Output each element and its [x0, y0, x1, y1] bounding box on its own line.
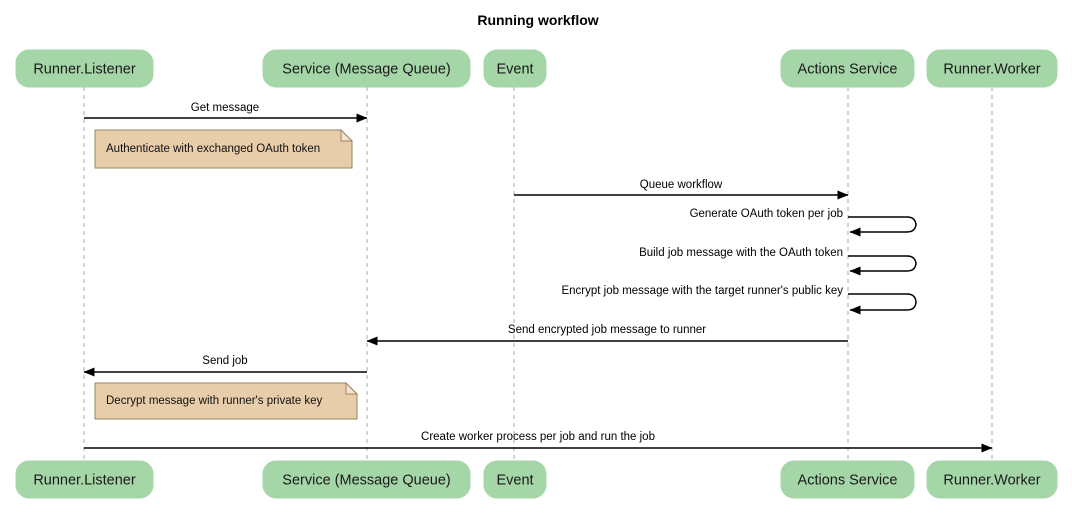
participant-label-runner-listener: Runner.Listener	[33, 472, 136, 488]
notes-group: Authenticate with exchanged OAuth tokenD…	[94, 128, 359, 420]
note-label-note-authenticate: Authenticate with exchanged OAuth token	[106, 143, 320, 155]
participant-box-service-mq[interactable]	[262, 49, 471, 88]
participant-runner-listener-top[interactable]: Runner.Listener	[15, 49, 154, 88]
participant-box-actions-service[interactable]	[780, 460, 915, 499]
participant-runner-listener-bottom[interactable]: Runner.Listener	[15, 460, 154, 499]
participant-box-service-mq[interactable]	[262, 460, 471, 499]
participant-label-service-mq: Service (Message Queue)	[282, 472, 450, 488]
message-generate-oauth-token-per-job[interactable]: Generate OAuth token per job	[690, 208, 917, 237]
participant-label-event: Event	[496, 472, 533, 488]
lifelines-group	[83, 87, 993, 461]
participant-label-actions-service: Actions Service	[798, 472, 898, 488]
participant-box-runner-listener[interactable]	[15, 460, 154, 499]
participant-service-mq-top[interactable]: Service (Message Queue)	[262, 49, 471, 88]
message-send-encrypted-job-message-to-runner[interactable]: Send encrypted job message to runner	[366, 324, 848, 346]
participant-label-event: Event	[496, 61, 533, 77]
participant-runner-worker-top[interactable]: Runner.Worker	[926, 49, 1058, 88]
participants-bottom-group: Runner.Listener Service (Message Queue) Ev…	[15, 460, 1058, 499]
participant-box-runner-worker[interactable]	[926, 460, 1058, 499]
participant-service-mq-bottom[interactable]: Service (Message Queue)	[262, 460, 471, 499]
participant-label-runner-worker: Runner.Worker	[943, 61, 1040, 77]
note-fold-corner-icon-note-authenticate	[340, 128, 354, 142]
message-encrypt-job-message-public-key[interactable]: Encrypt job message with the target runn…	[561, 285, 917, 315]
message-send-job[interactable]: Send job	[83, 355, 367, 377]
page-title: Running workflow	[477, 12, 598, 28]
participant-label-runner-worker: Runner.Worker	[943, 472, 1040, 488]
participant-label-runner-listener: Runner.Listener	[33, 61, 136, 77]
self-loop-path-encrypt-job-message-public-key	[848, 293, 917, 315]
message-label-generate-oauth-token-per-job: Generate OAuth token per job	[690, 208, 843, 220]
message-queue-workflow[interactable]: Queue workflow	[514, 179, 849, 200]
message-label-build-job-message-with-oauth-token: Build job message with the OAuth token	[639, 247, 843, 259]
note-note-decrypt: Decrypt message with runner's private ke…	[94, 381, 359, 420]
participant-actions-service-bottom[interactable]: Actions Service	[780, 460, 915, 499]
note-note-authenticate: Authenticate with exchanged OAuth token	[94, 128, 354, 169]
participant-box-runner-worker[interactable]	[926, 49, 1058, 88]
participant-actions-service-top[interactable]: Actions Service	[780, 49, 915, 88]
participant-box-event[interactable]	[483, 460, 547, 499]
participant-label-actions-service: Actions Service	[798, 61, 898, 77]
self-loop-path-generate-oauth-token-per-job	[848, 216, 917, 237]
message-label-send-encrypted-job-message-to-runner: Send encrypted job message to runner	[508, 324, 706, 336]
participant-box-actions-service[interactable]	[780, 49, 915, 88]
message-build-job-message-with-oauth-token[interactable]: Build job message with the OAuth token	[639, 247, 917, 276]
participant-runner-worker-bottom[interactable]: Runner.Worker	[926, 460, 1058, 499]
note-body-note-authenticate	[94, 129, 353, 169]
message-label-create-worker-process-run-job: Create worker process per job and run th…	[421, 431, 655, 443]
participants-top-group: Runner.Listener Service (Message Queue) Ev…	[15, 49, 1058, 88]
message-label-encrypt-job-message-public-key: Encrypt job message with the target runn…	[561, 285, 843, 297]
note-fold-corner-icon-note-decrypt	[345, 381, 359, 395]
message-label-get-message: Get message	[191, 102, 259, 114]
message-create-worker-process-run-job[interactable]: Create worker process per job and run th…	[84, 431, 993, 453]
participant-label-service-mq: Service (Message Queue)	[282, 61, 450, 77]
message-label-queue-workflow: Queue workflow	[640, 179, 723, 191]
note-label-note-decrypt: Decrypt message with runner's private ke…	[106, 395, 323, 407]
message-label-send-job: Send job	[202, 355, 247, 367]
participant-event-top[interactable]: Event	[483, 49, 547, 88]
participant-box-runner-listener[interactable]	[15, 49, 154, 88]
participant-box-event[interactable]	[483, 49, 547, 88]
self-loop-path-build-job-message-with-oauth-token	[848, 255, 917, 276]
note-body-note-decrypt	[94, 382, 358, 420]
participant-event-bottom[interactable]: Event	[483, 460, 547, 499]
message-get-message[interactable]: Get message	[84, 102, 368, 123]
